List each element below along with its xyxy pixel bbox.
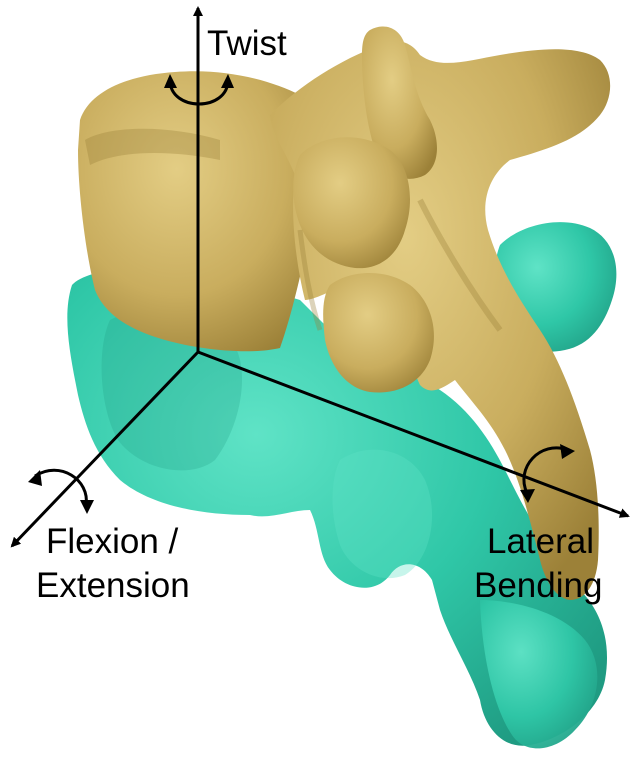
flexion-rotation-icon [28,470,94,514]
lateral-label-line2: Bending [474,566,602,605]
flexion-label-line2: Extension [36,566,190,605]
lateral-label-line1: Lateral [487,522,594,561]
twist-label: Twist [207,24,287,63]
flexion-label-line1: Flexion / [46,522,179,561]
